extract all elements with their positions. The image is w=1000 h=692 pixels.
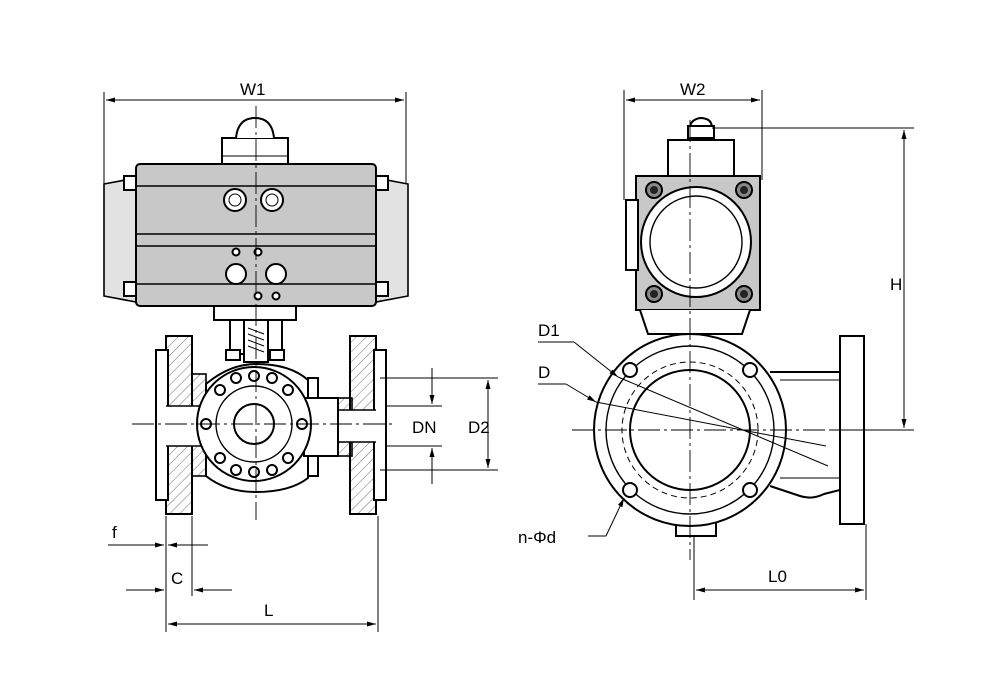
bracket-front [213, 305, 297, 363]
w1-label: W1 [240, 80, 266, 99]
f-label: f [112, 523, 117, 542]
side-view: W2 H D1 D n-Φd [518, 80, 914, 600]
l0-label: L0 [768, 567, 787, 586]
n-phi-d-label: n-Φd [518, 528, 556, 547]
dn-label: DN [412, 418, 437, 437]
w2-label: W2 [680, 80, 706, 99]
left-flange-front [155, 335, 207, 515]
d2-label: D2 [468, 418, 490, 437]
c-label: C [171, 569, 183, 588]
right-flange-front [335, 335, 387, 515]
d-label: D [538, 363, 550, 382]
bracket-side [639, 309, 751, 335]
leaders-d1-d: D1 D [538, 321, 829, 467]
l-label: L [264, 601, 273, 620]
valve-body-front [196, 362, 339, 494]
dimension-h: H [712, 127, 914, 431]
actuator-front [103, 116, 409, 307]
dimension-w2: W2 [623, 80, 763, 200]
h-label: H [890, 275, 902, 294]
front-view: W1 DN D2 f C L [103, 80, 498, 632]
dimension-dn-d2: DN D2 [380, 368, 498, 484]
dimension-w1: W1 [103, 80, 407, 184]
dimension-l0: L0 [693, 524, 867, 600]
d1-label: D1 [538, 321, 560, 340]
dimension-f-c-l: f C L [108, 516, 379, 632]
leader-n-phi-d: n-Φd [518, 497, 625, 547]
actuator-side [625, 116, 761, 311]
